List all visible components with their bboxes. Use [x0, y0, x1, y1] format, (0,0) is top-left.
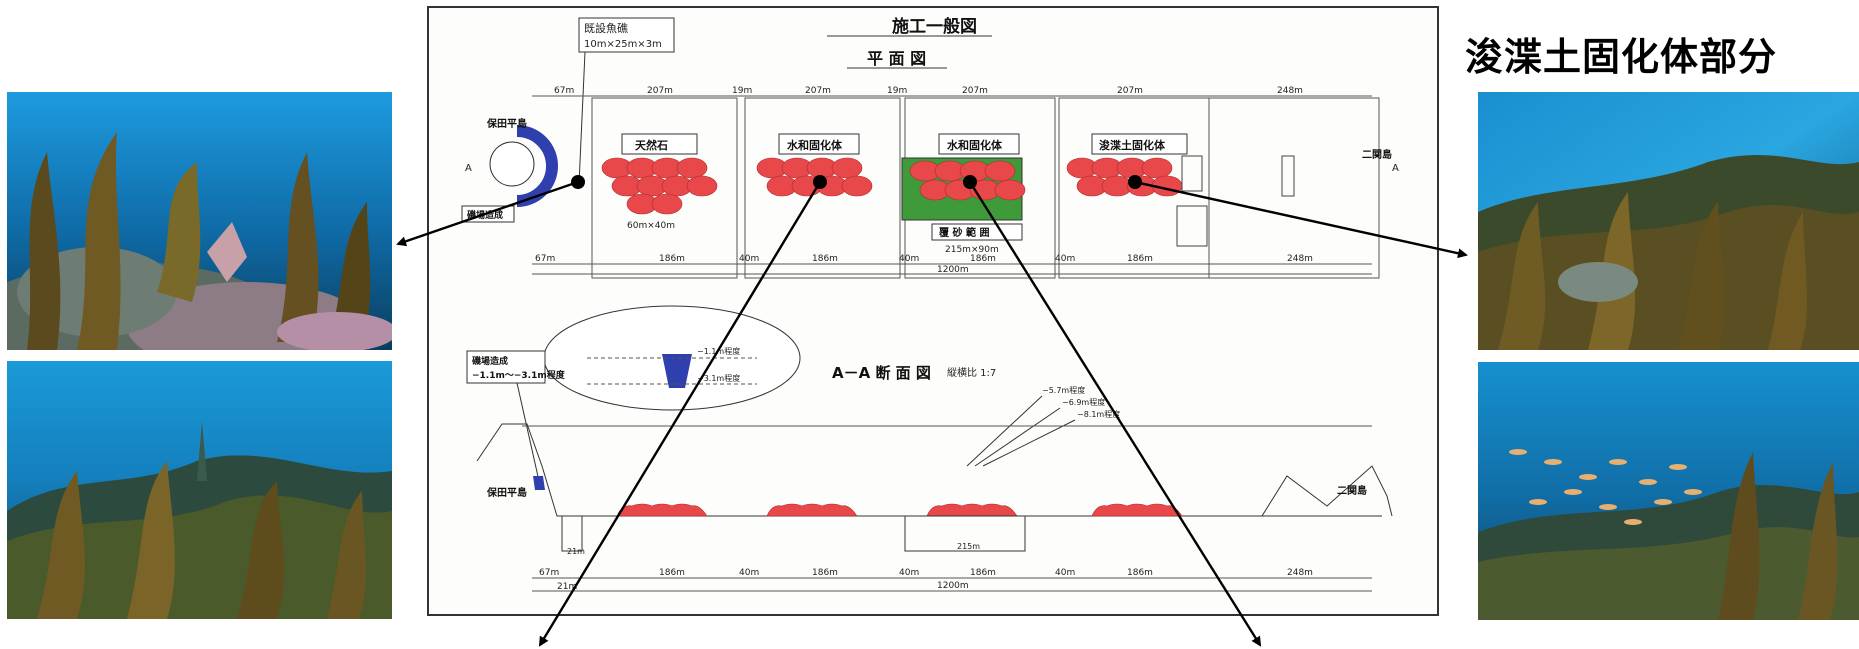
- section-dim: 248m: [1287, 568, 1313, 578]
- deep-label: −6.9m程度: [1062, 397, 1105, 407]
- depth-label: −1.1m程度: [697, 346, 740, 356]
- depth-label: −3.1m程度: [697, 373, 740, 383]
- top-dim: 19m: [887, 86, 907, 96]
- page-heading: 浚渫土固化体部分: [1465, 35, 1778, 79]
- seaweed-photo-right-top: [1478, 92, 1859, 350]
- section-shore-block: [533, 476, 545, 490]
- section-total-length: 1200m: [937, 581, 969, 591]
- shore-label: 磯場造成: [467, 209, 503, 221]
- deep-label: −5.7m程度: [1042, 385, 1085, 395]
- section-dim: 67m: [539, 568, 559, 578]
- deep-label: −8.1m程度: [1077, 409, 1120, 419]
- section-title: A－A 断 面 図: [832, 364, 931, 382]
- bottom-dim: 40m: [899, 254, 919, 264]
- section-dim: 186m: [970, 568, 996, 578]
- top-dim: 207m: [647, 86, 673, 96]
- total-length: 1200m: [937, 265, 969, 275]
- bottom-dim: 40m: [739, 254, 759, 264]
- top-dim: 207m: [962, 86, 988, 96]
- section-note-line1: 磯場造成: [472, 355, 508, 367]
- zone-label-natural-stone: 天然石: [635, 138, 668, 152]
- section-dim: 40m: [899, 568, 919, 578]
- section-island-left: 保田平島: [486, 486, 527, 499]
- section-dim: 40m: [1055, 568, 1075, 578]
- block-cluster-4: [1066, 157, 1183, 197]
- zone-label-dredged-soil: 浚渫土固化体: [1099, 138, 1166, 152]
- top-dim: 207m: [1117, 86, 1143, 96]
- seaweed-photo-left-bottom: [7, 361, 392, 619]
- plan-title: 平 面 図: [867, 49, 926, 68]
- section-marker-left: A: [465, 163, 472, 174]
- top-dim: 248m: [1277, 86, 1303, 96]
- island-right-label: 二関島: [1362, 148, 1392, 161]
- seaweed-photo-right-bottom: [1478, 362, 1859, 620]
- section-note-line2: −1.1m〜−3.1m程度: [472, 369, 566, 381]
- section-dim: 40m: [739, 568, 759, 578]
- zone-label-hydrated-2: 水和固化体: [947, 138, 1003, 152]
- zone-label-hydrated-1: 水和固化体: [787, 138, 843, 152]
- construction-drawing: 施工一般図 平 面 図 既設魚礁 10m×25m×3m 67m 207m 19m…: [427, 6, 1439, 616]
- bottom-dim: 186m: [970, 254, 996, 264]
- bottom-dim: 186m: [659, 254, 685, 264]
- bottom-dim: 186m: [812, 254, 838, 264]
- section-scale: 縦横比 1:7: [947, 366, 996, 379]
- top-dim: 67m: [554, 86, 574, 96]
- section-dim: 186m: [1127, 568, 1153, 578]
- existing-reef-label: 既設魚礁: [584, 21, 628, 35]
- top-dim: 207m: [805, 86, 831, 96]
- seaweed-photo-left-top: [7, 92, 392, 350]
- section-sub-dim: 21m: [567, 547, 585, 556]
- section-island-right: 二関島: [1337, 484, 1367, 497]
- section-sub-dim: 21m: [557, 582, 577, 592]
- block-cluster-2: [756, 157, 873, 197]
- island-left-label: 保田平島: [486, 117, 527, 130]
- section-sub-dim: 215m: [957, 542, 980, 551]
- area-label: 60m×40m: [627, 221, 675, 231]
- existing-reef-size: 10m×25m×3m: [584, 39, 662, 50]
- bottom-dim: 40m: [1055, 254, 1075, 264]
- cover-label: 覆 砂 範 囲: [939, 226, 989, 239]
- bottom-dim: 186m: [1127, 254, 1153, 264]
- section-marker-right: A: [1392, 163, 1399, 174]
- bottom-dim: 67m: [535, 254, 555, 264]
- bottom-dim: 248m: [1287, 254, 1313, 264]
- top-dim: 19m: [732, 86, 752, 96]
- drawing-title: 施工一般図: [892, 16, 977, 37]
- section-dim: 186m: [812, 568, 838, 578]
- section-dim: 186m: [659, 568, 685, 578]
